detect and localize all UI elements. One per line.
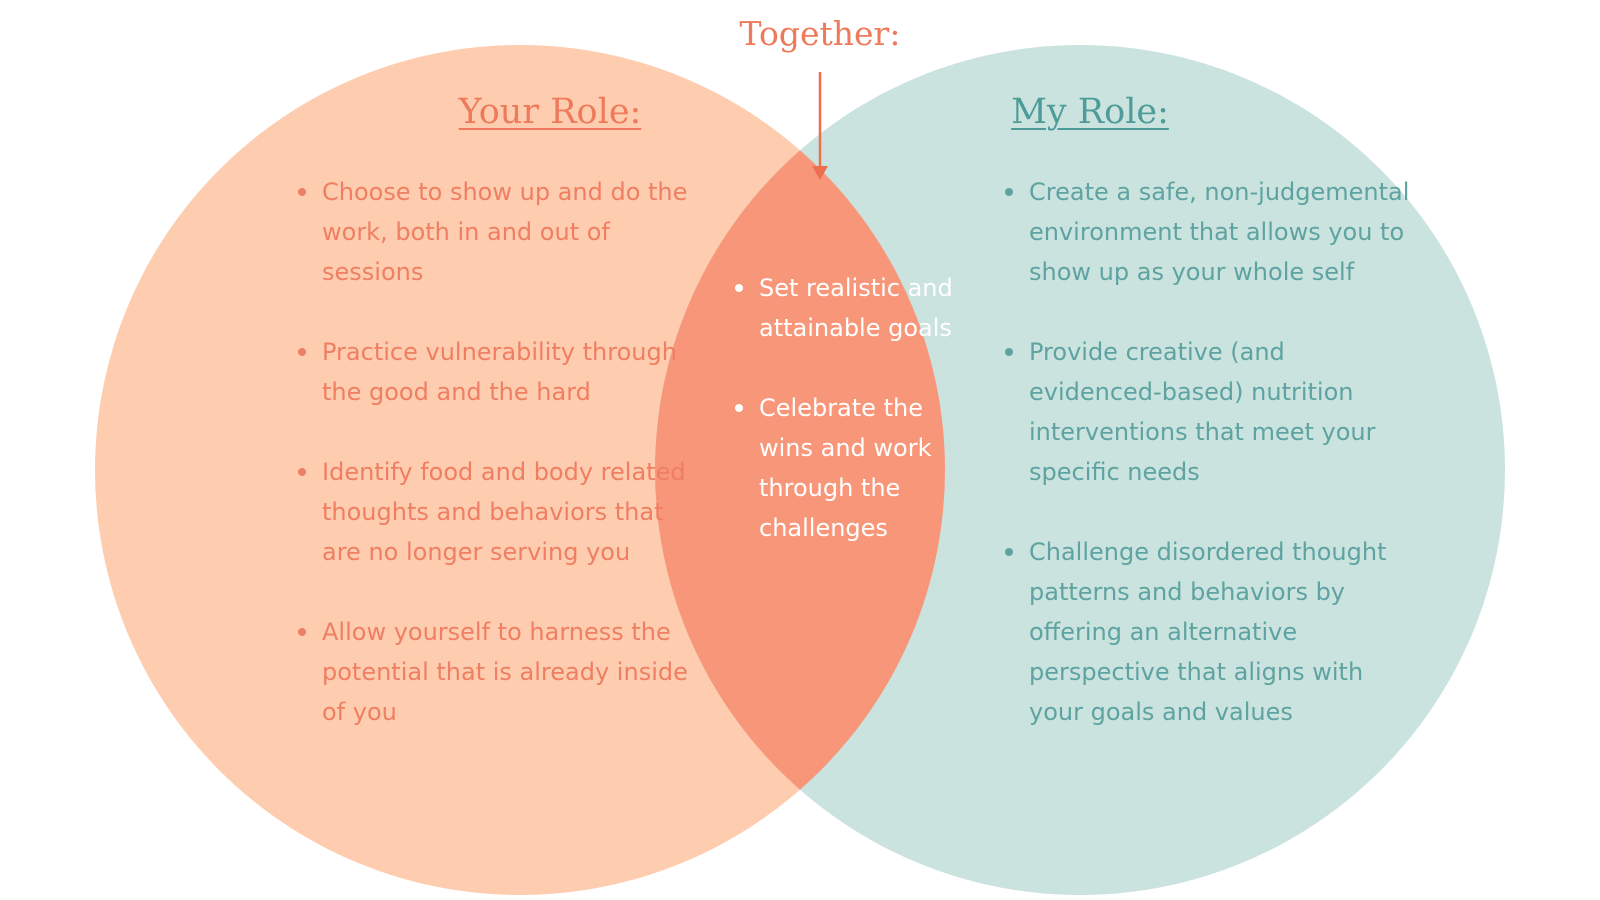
my-role-heading: My Role: [1011, 92, 1169, 132]
your-role-heading: Your Role: [458, 92, 642, 132]
list-item: Create a safe, non-judgemental environme… [1003, 172, 1423, 292]
together-overlap [655, 45, 945, 895]
together-list: Set realistic and attainable goals Celeb… [733, 268, 963, 548]
list-item: Provide creative (and evidenced-based) n… [1003, 332, 1423, 492]
list-item: Allow yourself to harness the potential … [296, 612, 706, 732]
list-item: Celebrate the wins and work through the … [733, 388, 963, 548]
list-item: Identify food and body related thoughts … [296, 452, 706, 572]
together-arrow [812, 72, 828, 180]
my-role-list: Create a safe, non-judgemental environme… [1003, 172, 1423, 732]
list-item: Choose to show up and do the work, both … [296, 172, 706, 292]
list-item: Practice vulnerability through the good … [296, 332, 706, 412]
together-heading: Together: [739, 14, 901, 53]
list-item: Challenge disordered thought patterns an… [1003, 532, 1423, 732]
list-item: Set realistic and attainable goals [733, 268, 963, 348]
your-role-list: Choose to show up and do the work, both … [296, 172, 706, 732]
